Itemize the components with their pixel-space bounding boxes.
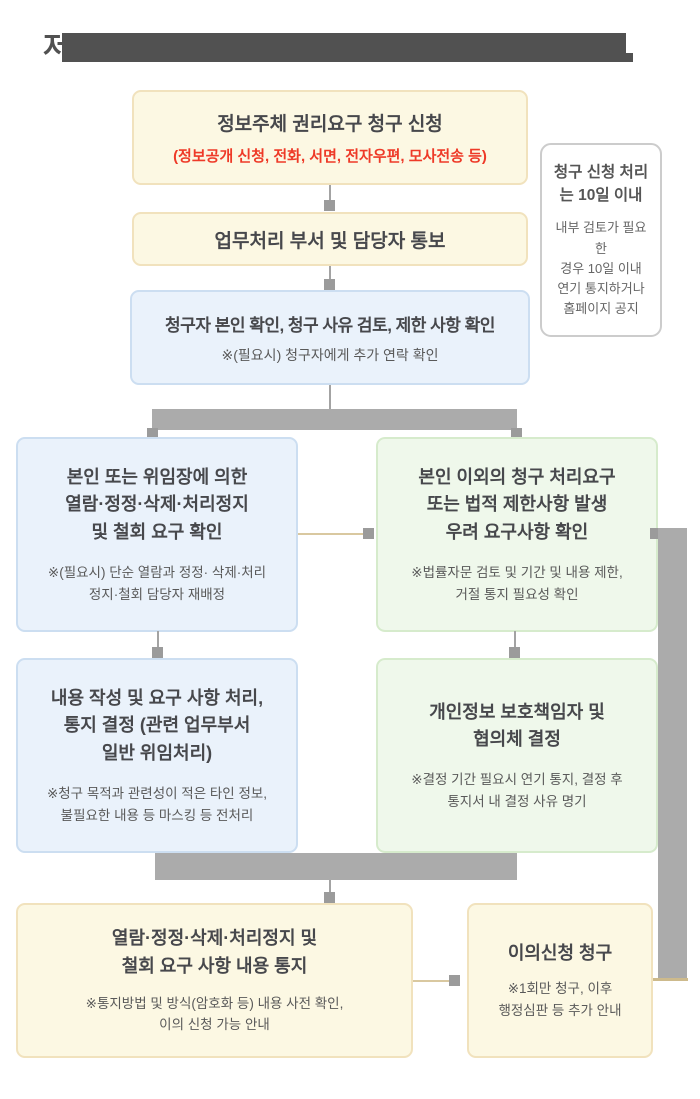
step-third-party-box: 본인 이외의 청구 처리요구 또는 법적 제한사항 발생 우려 요구사항 확인 …: [376, 437, 658, 632]
title-fragment-right: [624, 53, 633, 62]
step-self-request-note: ※(필요시) 단순 열람과 정정· 삭제·처리 정지·철회 담당자 재배정: [47, 565, 267, 602]
connector-right-line: [514, 631, 516, 649]
step-objection-note: ※1회만 청구, 이후 행정심판 등 추가 안내: [498, 981, 622, 1018]
connector-bypass-bar: [658, 528, 687, 978]
step-request-box: 정보주체 권리요구 청구 신청 (정보공개 신청, 전화, 서면, 전자우편, …: [132, 90, 528, 185]
connector-branch-link-arrow: [363, 528, 374, 539]
step-request-methods: (정보공개 신청, 전화, 서면, 전자우편, 모사전송 등): [173, 148, 487, 165]
connector-merge-arrow: [324, 892, 335, 903]
step-self-request-box: 본인 또는 위임장에 의한 열람·정정·삭제·처리정지 및 철회 요구 확인 ※…: [16, 437, 298, 632]
connector-left-line: [157, 631, 159, 649]
step-third-party-title: 본인 이외의 청구 처리요구 또는 법적 제한사항 발생 우려 요구사항 확인: [418, 466, 616, 543]
connector-split-bar: [152, 409, 517, 430]
title-redaction-bar: [62, 33, 626, 62]
step-verify-title: 청구자 본인 확인, 청구 사유 검토, 제한 사항 확인: [165, 315, 495, 335]
deadline-note-card: 청구 신청 처리 는 10일 이내 내부 검토가 필요한 경우 10일 이내 연…: [540, 143, 662, 337]
title-fragment-left: 저: [43, 32, 62, 64]
step-request-title: 정보주체 권리요구 청구 신청: [217, 114, 443, 135]
deadline-note-title: 청구 신청 처리 는 10일 이내: [553, 163, 649, 205]
connector-split-arrow-right: [511, 428, 522, 439]
connector-1-line: [329, 185, 331, 202]
connector-merge-stem: [329, 880, 331, 894]
connector-bypass-foot-line: [653, 978, 688, 981]
connector-left-arrow: [152, 647, 163, 658]
step-notify-dept-box: 업무처리 부서 및 담당자 통보: [132, 212, 528, 266]
step-notify-dept-title: 업무처리 부서 및 담당자 통보: [214, 230, 446, 252]
connector-objection-arrow: [449, 975, 460, 986]
connector-split-arrow-left: [147, 428, 158, 439]
connector-merge-bar: [155, 853, 517, 880]
step-objection-title: 이의신청 청구: [507, 943, 613, 964]
step-process-box: 내용 작성 및 요구 사항 처리, 통지 결정 (관련 업무부서 일반 위임처리…: [16, 658, 298, 853]
step-cpo-decision-note: ※결정 기간 필요시 연기 통지, 결정 후 통지서 내 결정 사유 명기: [411, 772, 623, 809]
step-result-notice-note: ※통지방법 및 방식(암호화 등) 내용 사전 확인, 이의 신청 가능 안내: [85, 995, 344, 1033]
step-verify-box: 청구자 본인 확인, 청구 사유 검토, 제한 사항 확인 ※(필요시) 청구자…: [130, 290, 530, 385]
connector-2-arrow: [324, 279, 335, 290]
connector-objection-line: [413, 980, 453, 982]
step-result-notice-title: 열람·정정·삭제·처리정지 및 철회 요구 사항 내용 통지: [111, 928, 318, 976]
connector-2-line: [329, 266, 331, 280]
connector-1-arrow: [324, 200, 335, 211]
step-result-notice-box: 열람·정정·삭제·처리정지 및 철회 요구 사항 내용 통지 ※통지방법 및 방…: [16, 903, 413, 1058]
connector-branch-link-line: [298, 533, 368, 535]
step-third-party-note: ※법률자문 검토 및 기간 및 내용 제한, 거절 통지 필요성 확인: [411, 565, 623, 602]
connector-bypass-arrow: [650, 528, 661, 539]
deadline-note-body: 내부 검토가 필요한 경우 10일 이내 연기 통지하거나 홈페이지 공지: [555, 220, 647, 316]
step-objection-box: 이의신청 청구 ※1회만 청구, 이후 행정심판 등 추가 안내: [467, 903, 653, 1058]
step-cpo-decision-title: 개인정보 보호책임자 및 협의체 결정: [429, 701, 605, 750]
step-self-request-title: 본인 또는 위임장에 의한 열람·정정·삭제·처리정지 및 철회 요구 확인: [65, 466, 249, 543]
step-verify-note: ※(필요시) 청구자에게 추가 연락 확인: [221, 346, 439, 363]
step-cpo-decision-box: 개인정보 보호책임자 및 협의체 결정 ※결정 기간 필요시 연기 통지, 결정…: [376, 658, 658, 853]
connector-split-stem: [329, 385, 331, 410]
connector-right-arrow: [509, 647, 520, 658]
step-process-title: 내용 작성 및 요구 사항 처리, 통지 결정 (관련 업무부서 일반 위임처리…: [50, 687, 264, 764]
step-process-note: ※청구 목적과 관련성이 적은 타인 정보, 불필요한 내용 등 마스킹 등 전…: [46, 786, 268, 823]
